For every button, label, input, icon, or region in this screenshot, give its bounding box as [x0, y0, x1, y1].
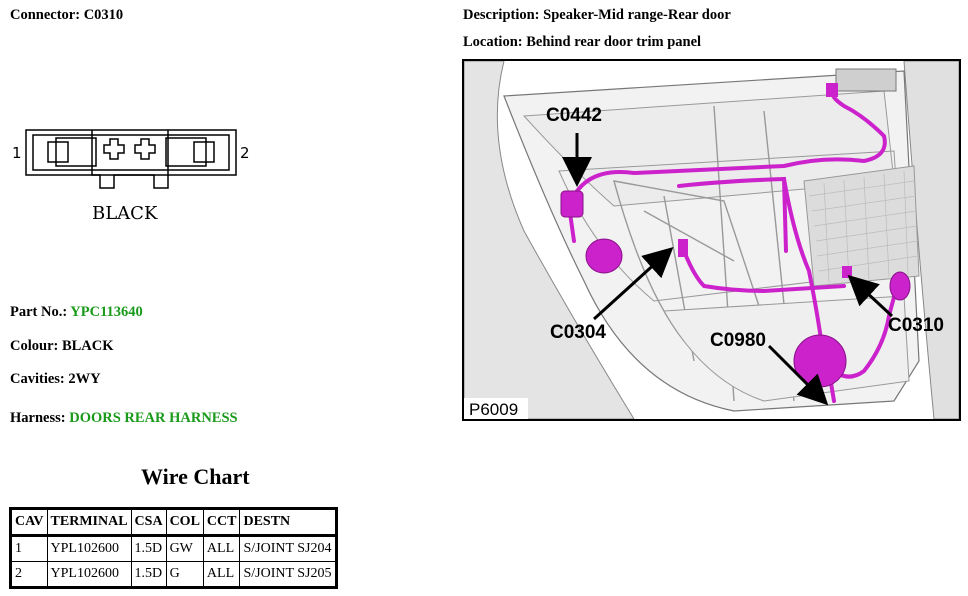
table-row: 2 YPL102600 1.5D G ALL S/JOINT SJ205 — [10, 561, 337, 588]
cell-terminal: YPL102600 — [46, 561, 132, 588]
callout-c0980: C0980 — [710, 330, 766, 351]
pin-2-label: 2 — [240, 144, 250, 162]
colour-line: Colour: BLACK — [10, 338, 114, 355]
pin-1-label: 1 — [12, 144, 22, 162]
callout-c0310: C0310 — [888, 315, 944, 336]
location-line: Location: Behind rear door trim panel — [463, 34, 701, 51]
harness-label: Harness: — [10, 410, 66, 426]
location-label: Location: — [463, 34, 523, 50]
callout-c0304: C0304 — [550, 322, 606, 343]
table-row: 1 YPL102600 1.5D GW ALL S/JOINT SJ204 — [10, 535, 337, 562]
cavities-line: Cavities: 2WY — [10, 371, 101, 388]
figure-id: P6009 — [469, 400, 518, 419]
cavities-value: 2WY — [68, 371, 101, 387]
cell-destn: S/JOINT SJ205 — [239, 561, 337, 588]
connector-value: C0310 — [83, 7, 124, 23]
harness-link[interactable]: DOORS REAR HARNESS — [69, 410, 238, 426]
cell-cav: 2 — [10, 561, 48, 588]
connector-heading: Connector: C0310 — [10, 7, 123, 24]
cell-cav: 1 — [10, 535, 48, 562]
connector-colour-caption: BLACK — [92, 203, 158, 224]
description-value: Speaker-Mid range-Rear door — [543, 7, 731, 23]
cell-terminal: YPL102600 — [46, 535, 132, 562]
cell-col: G — [165, 561, 204, 588]
col-header-col: COL — [165, 508, 204, 537]
cell-csa: 1.5D — [130, 535, 167, 562]
col-header-terminal: TERMINAL — [46, 508, 132, 537]
description-label: Description: — [463, 7, 540, 23]
colour-value: BLACK — [61, 338, 114, 354]
wire-chart-header-row: CAV TERMINAL CSA COL CCT DESTN — [10, 508, 337, 537]
col-header-destn: DESTN — [239, 508, 337, 537]
cell-destn: S/JOINT SJ204 — [239, 535, 337, 562]
harness-line: Harness: DOORS REAR HARNESS — [10, 410, 238, 427]
cell-cct: ALL — [202, 561, 241, 588]
cell-col: GW — [165, 535, 204, 562]
part-no-label: Part No.: — [10, 304, 68, 320]
colour-label: Colour: — [10, 338, 59, 354]
cavities-label: Cavities: — [10, 371, 65, 387]
connector-face-drawing: 1 2 BLACK — [12, 129, 250, 224]
wire-chart-table: CAV TERMINAL CSA COL CCT DESTN 1 YPL1026… — [9, 507, 338, 589]
col-header-csa: CSA — [130, 508, 167, 537]
col-header-cav: CAV — [10, 508, 48, 537]
wire-chart-title: Wire Chart — [141, 464, 250, 489]
col-header-cct: CCT — [202, 508, 241, 537]
door-illustration: C0442 C0304 C0980 C0310 P6009 — [463, 60, 960, 420]
cell-cct: ALL — [202, 535, 241, 562]
part-no-line: Part No.: YPC113640 — [10, 304, 143, 321]
part-no-link[interactable]: YPC113640 — [70, 304, 143, 320]
location-diagram: C0442 C0304 C0980 C0310 P6009 — [462, 59, 961, 421]
location-value: Behind rear door trim panel — [526, 34, 702, 50]
description-line: Description: Speaker-Mid range-Rear door — [463, 7, 731, 24]
connector-label: Connector: — [10, 7, 81, 23]
cell-csa: 1.5D — [130, 561, 167, 588]
callout-c0442: C0442 — [546, 105, 602, 126]
